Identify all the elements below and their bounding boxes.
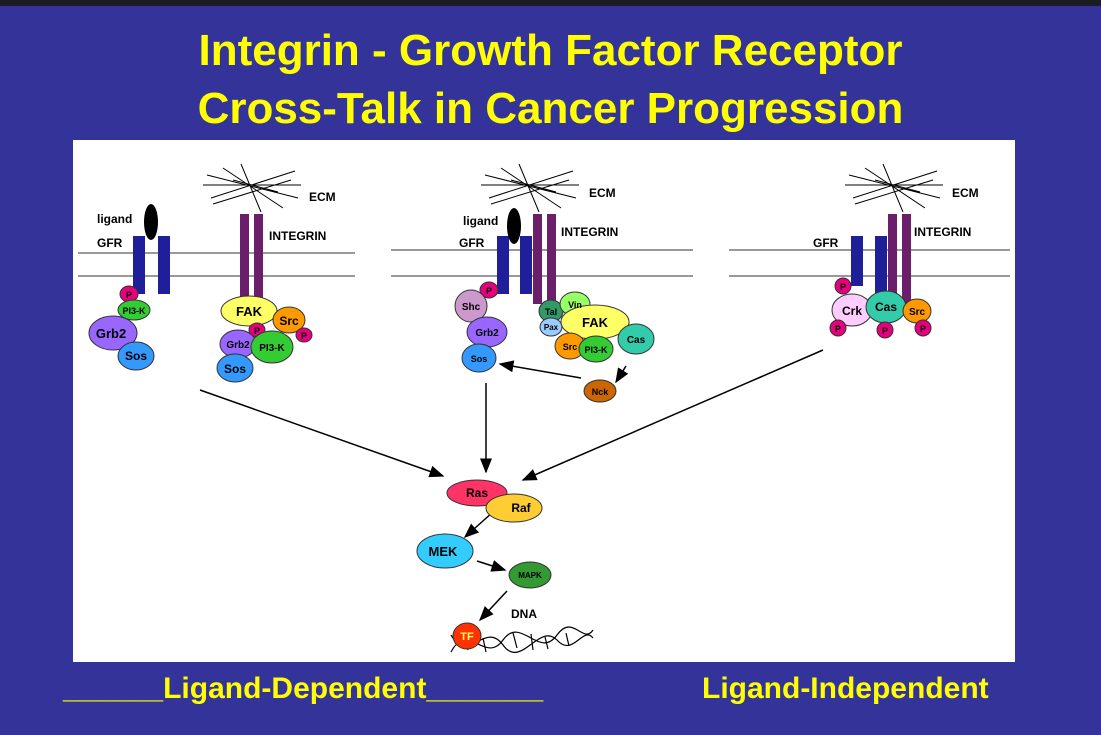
gfr-receptor-2 [497,236,532,294]
ligand-label: ligand [97,212,132,226]
sos-label: Sos [471,354,488,364]
grb2-label: Grb2 [226,340,250,351]
sos-node [461,343,497,373]
cas-node [617,323,655,355]
cas-label: Cas [627,335,646,346]
nck-label: Nck [592,387,610,397]
ecm-fibers-3 [845,163,943,213]
mapk-label: MAPK [518,571,542,580]
pax-label: Pax [544,323,559,332]
slide-title-line-2: Cross-Talk in Cancer Progression [197,84,904,133]
sos-label: Sos [125,349,147,363]
p-badge [876,321,894,339]
membrane-lines [78,249,1010,277]
p-badge [834,277,852,295]
integrin-receptor-1 [240,214,263,304]
ligand-label: ligand [463,214,498,228]
gfr-receptor-3 [851,236,887,294]
nck-node [583,379,617,403]
grb2-label: Grb2 [475,328,499,339]
ecm-label: ECM [952,186,979,200]
p-label: P [840,282,846,292]
signaling-diagram: ECM INTEGRIN ligand GFR ECM INTEGRIN lig… [78,163,1010,653]
ecm-fibers-2 [481,163,579,213]
mapk-node [508,561,552,589]
p-badge [914,319,932,337]
p-label: P [920,324,926,334]
ecm-label: ECM [309,190,336,204]
raf-node [485,493,543,523]
pi3k-label: PI3-K [122,306,146,316]
tf-label: TF [460,631,474,643]
raf-label: Raf [511,501,531,515]
p-badge [295,327,313,343]
shc-node [454,289,488,323]
sos-node [216,353,254,383]
pi3k-label: PI3-K [584,345,608,355]
gfr-label: GFR [813,236,839,250]
integrin-label: INTEGRIN [269,229,326,243]
shc-label: Shc [462,302,481,313]
src-label: Src [909,307,926,318]
src-label: Src [279,314,299,328]
ligand-shape-1 [144,204,158,240]
integrin-label: INTEGRIN [914,225,971,239]
p-label: P [126,290,132,300]
footer-ligand-independent: Ligand-Independent [702,672,989,705]
cas-label: Cas [875,300,897,314]
p-badge [479,281,499,299]
sos-node [117,341,155,371]
p-label: P [301,331,307,341]
sos-label: Sos [224,362,246,376]
pathway-arrows [199,349,824,622]
ligand-shape-2 [507,208,521,244]
ras-label: Ras [466,486,488,500]
dna-label: DNA [511,607,537,621]
p-badge [829,319,847,337]
crk-label: Crk [842,304,862,318]
tal-label: Tal [545,307,557,317]
vin-label: Vin [568,300,582,310]
grb2-node [88,315,138,351]
slide-title-line-1: Integrin - Growth Factor Receptor [198,26,903,75]
src-label: Src [563,342,578,352]
ecm-label: ECM [589,186,616,200]
p-label: P [882,326,888,336]
ecm-fibers-1 [203,163,301,213]
mek-label: MEK [429,544,459,559]
signaling-diagram-panel: ECM INTEGRIN ligand GFR ECM INTEGRIN lig… [73,140,1015,662]
p-label: P [486,286,492,296]
pi3k-node [250,330,294,364]
pi3k-node [117,299,151,321]
pi3k-label: PI3-K [259,343,285,354]
gfr-label: GFR [459,236,485,250]
src-node [272,306,306,334]
p-label: P [254,326,260,336]
gfr-receptor-1 [133,236,170,294]
integrin-receptor-3 [888,214,911,304]
fak-label: FAK [236,304,263,319]
pi3k-node [578,335,614,363]
footer-ligand-dependent: ______Ligand-Dependent_______ [63,672,544,705]
integrin-label: INTEGRIN [561,225,618,239]
grb2-label: Grb2 [96,326,126,341]
fak-label: FAK [582,315,609,330]
tf-node [452,622,482,650]
window-top-bar [0,0,1101,6]
p-label: P [835,324,841,334]
integrin-receptor-2 [533,214,556,304]
gfr-label: GFR [97,236,123,250]
mek-node [416,533,474,569]
